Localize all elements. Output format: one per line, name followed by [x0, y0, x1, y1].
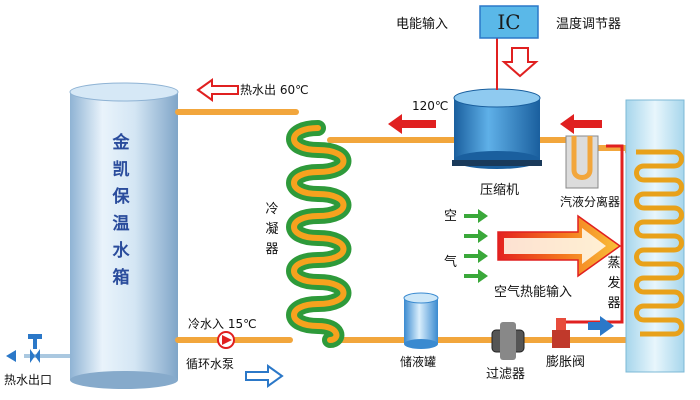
air-flow-arrows [464, 209, 488, 283]
air-char-1: 空 [444, 209, 458, 224]
cold-water-in-label: 冷水入 15℃ [188, 317, 257, 331]
power-input-label: 电能输入 [396, 17, 449, 32]
circulation-pump [217, 331, 235, 349]
temp-120-label: 120℃ [412, 99, 449, 113]
return-arrow [560, 114, 602, 134]
hot-water-out-arrow [196, 78, 239, 102]
ic-label: IC [497, 10, 521, 34]
hot-water-outlet-label: 热水出口 [4, 373, 53, 387]
expansion-valve-label: 膨胀阀 [546, 355, 586, 370]
refrigerant-flow-arrow [588, 316, 614, 336]
air-char-2: 气 [444, 255, 458, 270]
tank-name: 金凯保温水箱 [112, 133, 130, 288]
cold-water-in-arrow [245, 364, 284, 388]
hot-gas-arrow [388, 114, 436, 134]
receiver-label: 储液罐 [400, 355, 437, 369]
circulation-pump-label: 循环水泵 [186, 357, 235, 371]
compressor-label: 压缩机 [480, 183, 520, 198]
filter [491, 322, 525, 360]
condenser-coil [286, 120, 352, 348]
evaporator [625, 99, 685, 373]
evaporator-label: 蒸发器 [607, 256, 621, 311]
expansion-valve [552, 318, 570, 348]
receiver-tank [403, 292, 439, 349]
ic-controller-box [479, 5, 539, 39]
outlet-valve [6, 334, 70, 363]
storage-tank [69, 82, 179, 389]
compressor [452, 88, 542, 169]
air-heat-input-label: 空气热能输入 [494, 285, 573, 300]
power-down-arrow [501, 47, 539, 78]
thermostat-label: 温度调节器 [556, 17, 622, 32]
hot-water-out-label: 热水出 60℃ [240, 83, 309, 97]
gas-liquid-separator [565, 135, 599, 189]
condenser-label: 冷凝器 [265, 202, 279, 257]
separator-label: 汽液分离器 [560, 195, 621, 209]
filter-label: 过滤器 [486, 367, 526, 382]
